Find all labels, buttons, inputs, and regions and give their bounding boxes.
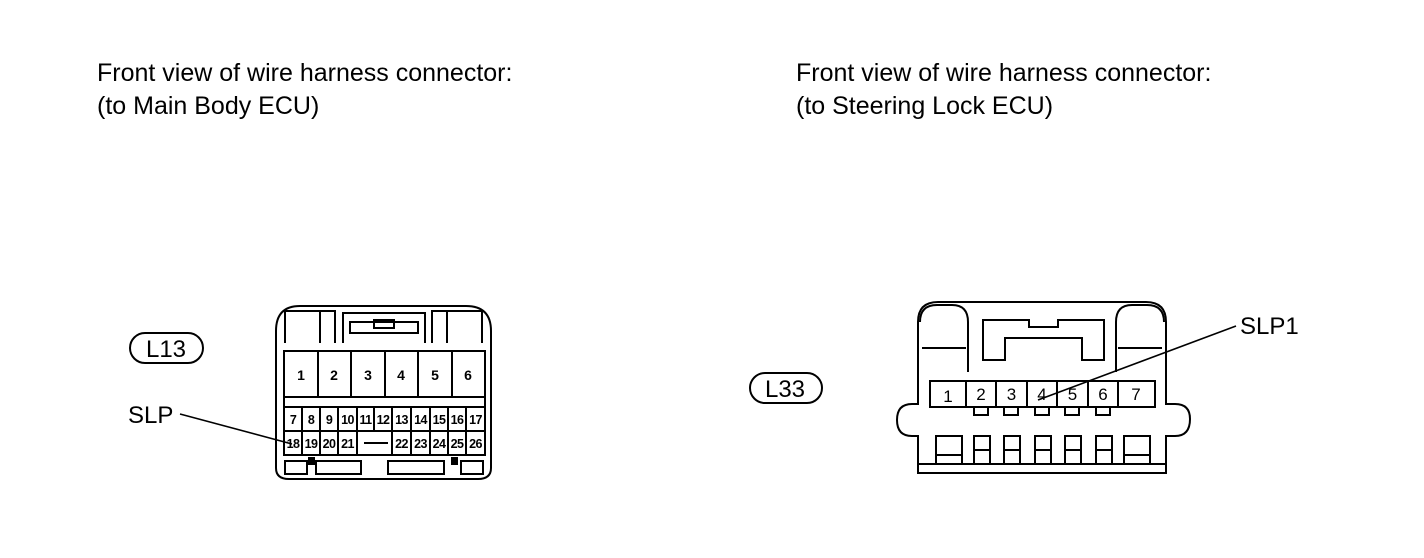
l13-pin: 10 (341, 413, 354, 427)
l13-pin: 16 (451, 413, 464, 427)
l33-signal-leader (1037, 325, 1237, 401)
l13-pin: 9 (326, 413, 333, 427)
l13-pin: 23 (414, 437, 427, 451)
l13-pin: 21 (341, 437, 354, 451)
l33-pin: 6 (1098, 385, 1107, 404)
l13-pin: 12 (377, 413, 390, 427)
l33-latch (982, 319, 1105, 361)
l13-signal-label: SLP (128, 402, 173, 429)
connector-l33 (895, 301, 1192, 474)
left-connector-heading: Front view of wire harness connector: (t… (97, 57, 512, 123)
l33-pin: 2 (976, 385, 985, 404)
l33-signal-label: SLP1 (1240, 313, 1299, 340)
l13-left-tab (284, 310, 336, 343)
l13-pin: 13 (395, 413, 408, 427)
l13-pin: 6 (464, 367, 472, 383)
l33-code-label: L33 (765, 376, 805, 403)
l13-pin: 18 (287, 437, 300, 451)
right-heading-line1: Front view of wire harness connector: (796, 59, 1212, 87)
l13-pin: 1 (297, 367, 305, 383)
l13-latch-slot (349, 321, 419, 334)
connector-l13 (275, 305, 492, 480)
l13-pin: 15 (433, 413, 446, 427)
l13-code-label: L13 (146, 336, 186, 363)
l33-pin: 4 (1037, 385, 1046, 404)
l13-pin: 7 (290, 413, 297, 427)
l13-pin: 20 (323, 437, 336, 451)
l13-pin: 19 (305, 437, 318, 451)
l13-signal-leader (179, 413, 293, 445)
l13-latch (342, 312, 426, 343)
l13-pins-top: 1 2 3 4 5 6 (297, 367, 472, 383)
l13-pin: 5 (431, 367, 439, 383)
l13-pin: 26 (469, 437, 482, 451)
l13-pin: 14 (414, 413, 427, 427)
l13-latch-knob (373, 319, 395, 329)
l13-pin: 24 (433, 437, 446, 451)
l33-pin: 7 (1131, 385, 1140, 404)
l33-code-badge (749, 372, 823, 404)
l13-code-badge (129, 332, 204, 364)
left-heading-line1: Front view of wire harness connector: (97, 59, 513, 87)
l13-pins-mid: 7 8 9 10 11 12 13 14 15 16 17 (290, 413, 483, 427)
l13-pin: 22 (395, 437, 408, 451)
l33-pin: 1 (943, 387, 952, 406)
l33-pin: 5 (1068, 385, 1077, 404)
l13-right-tab (431, 310, 483, 343)
right-connector-heading: Front view of wire harness connector: (t… (796, 57, 1211, 123)
l13-pin: 2 (330, 367, 338, 383)
left-heading-line2: (to Main Body ECU) (97, 92, 320, 120)
l13-pin: 11 (359, 413, 372, 427)
l33-housing-outline (895, 301, 1192, 474)
l13-pins-bot: 18 19 20 21 22 23 24 25 26 (287, 437, 483, 451)
l13-pin: 3 (364, 367, 372, 383)
l33-right-tab (1115, 304, 1165, 372)
right-heading-line2: (to Steering Lock ECU) (796, 92, 1054, 120)
l13-housing-outline (275, 305, 492, 480)
l33-pin: 3 (1007, 385, 1016, 404)
l33-left-tab (919, 304, 969, 372)
l33-pins: 1 2 3 4 5 6 7 (943, 385, 1140, 406)
l13-pin: 25 (451, 437, 464, 451)
l13-pin: 17 (469, 413, 482, 427)
l13-pin: 4 (397, 367, 405, 383)
l13-pin: 8 (308, 413, 315, 427)
